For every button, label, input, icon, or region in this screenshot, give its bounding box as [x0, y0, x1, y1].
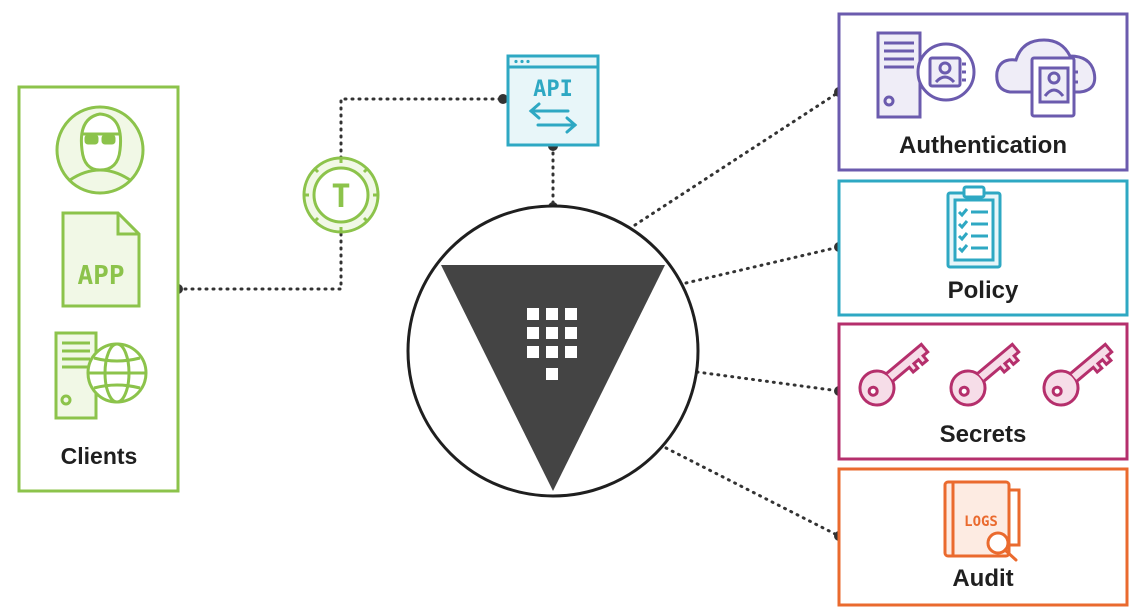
key-icon [949, 342, 1021, 407]
authentication-label: Authentication [899, 132, 1067, 159]
connector-vault-audit [664, 446, 841, 538]
connector-vault-policy [684, 245, 841, 285]
connector-vault-authentication [633, 90, 841, 227]
logs-book-icon: LOGS [943, 480, 1021, 562]
connector-vault-secrets [695, 370, 841, 393]
clients-panel: APP Clients [17, 85, 180, 493]
api-window-icon: API [506, 54, 600, 147]
token-icon-text: T [331, 177, 350, 215]
cloud-contact-icon [995, 38, 1097, 118]
connectors [176, 90, 841, 538]
secrets-label: Secrets [940, 421, 1027, 448]
app-file-icon: APP [61, 211, 141, 308]
clipboard-checklist-icon [946, 185, 1002, 269]
key-icon [1042, 342, 1114, 407]
server-globe-icon [54, 331, 148, 420]
connector-token-api [339, 97, 505, 160]
clients-label: Clients [61, 443, 138, 469]
api-label: API [533, 77, 573, 102]
logs-icon-text: LOGS [964, 514, 998, 530]
user-icon [55, 105, 145, 195]
vault-logo [406, 204, 700, 498]
policy-panel: Policy [837, 179, 1129, 317]
token-icon: T [302, 156, 380, 234]
magnifier-icon [986, 531, 1018, 562]
audit-label: Audit [952, 565, 1013, 592]
policy-label: Policy [948, 277, 1019, 304]
authentication-panel: Authentication [837, 12, 1129, 172]
key-icon [858, 342, 930, 407]
server-contact-icon [876, 31, 976, 119]
swap-arrows-icon [528, 102, 578, 134]
connector-clients-token [176, 230, 343, 291]
app-icon-text: APP [78, 261, 125, 291]
vault-grid-icon [527, 308, 577, 380]
audit-panel: LOGS Audit [837, 467, 1129, 607]
secrets-panel: Secrets [837, 322, 1129, 461]
